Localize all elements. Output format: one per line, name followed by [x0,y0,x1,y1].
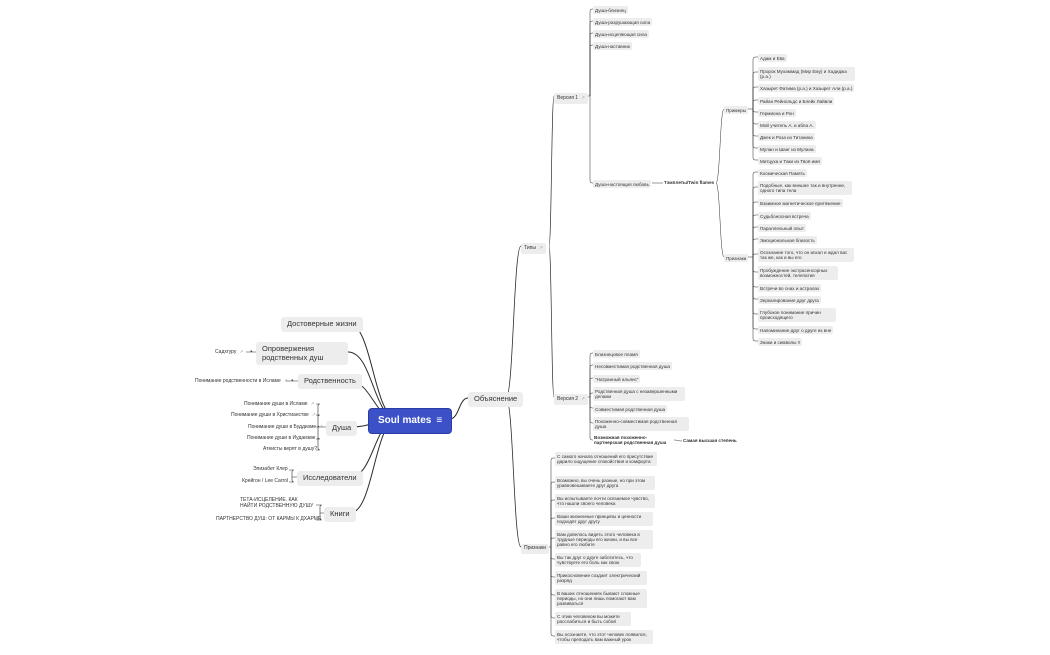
root-label: Soul mates [378,415,432,426]
example-item[interactable]: Мой учитель А. и абла А. [758,121,816,130]
soul-item[interactable]: Понимание души в Исламе↗ [244,401,315,407]
link-icon[interactable]: ↗ [283,378,288,383]
twin-flames[interactable]: Тэмплеты/Twin flames [664,180,715,185]
tf-sign-item[interactable]: Эмоциональная близость [758,236,817,245]
branch-version-2[interactable]: Версия 2↗ [554,394,588,405]
example-item[interactable]: Хазырет Фатима (р.а.) и Хазырет Али (р.а… [758,84,855,93]
v1-item[interactable]: Душа-близнец [593,6,628,15]
tf-sign-item[interactable]: Пробуждение экстрасенсорных возможностей… [758,266,838,280]
topic-soul[interactable]: Душа [326,421,358,436]
tf-sign-item[interactable]: Параллельный опыт [758,224,806,233]
soul-item[interactable]: Атеисты верят в душу? [263,446,318,452]
book-item[interactable]: ТЕТА-ИСЦЕЛЕНИЕ. КАК НАЙТИ РОДСТВЕННУЮ ДУ… [240,497,314,509]
researcher-item[interactable]: Крейгон / Lee Carrol [242,478,289,484]
example-item[interactable]: Пророк Мухаммад (Мир Ему) и Хадиджа (р.а… [758,67,855,81]
branch-signs[interactable]: Признаки [521,544,549,554]
sign-item[interactable]: Вам довелось видеть этого человека в тру… [555,530,653,549]
soul-item[interactable]: Понимание души в Иудаизме [247,435,316,441]
topic-books[interactable]: Книги [324,507,356,522]
branch-version-1[interactable]: Версия 1↗ [554,93,588,104]
tf-sign-item[interactable]: Судьбоносная встреча [758,212,811,221]
kinship-item[interactable]: Понимание родственности в Исламе↗ [195,378,288,384]
tf-sign-item[interactable]: Космическая Память [758,169,807,178]
link-icon[interactable]: ↗ [319,424,323,429]
v1-item[interactable]: Душа-наставник [593,42,632,51]
topic-kinship[interactable]: Родственность [298,374,362,389]
tf-sign-item[interactable]: Встречи во снах и астралах [758,284,822,293]
example-item[interactable]: Адам и Ева [758,54,787,63]
example-item[interactable]: Райан Рейнольдс и Блейк Лайвли [758,97,835,106]
sign-item[interactable]: Вы так друг о друге заботитесь, что чувс… [555,553,641,567]
v1-true-love[interactable]: Душа-настоящая любовь [593,180,652,189]
v2-item[interactable]: Похоженно-совместимая родственная душа [593,417,689,431]
topic-refutations[interactable]: Опровержения родственных душ [256,342,348,366]
sign-item[interactable]: С этим человеком вы можете расслабиться … [555,612,631,626]
branch-examples[interactable]: Примеры [724,106,748,115]
sign-item[interactable]: Вы осознаете, что этот человек появился,… [555,630,653,644]
link-icon[interactable]: ↗ [239,349,244,354]
v2-item[interactable]: Близнецовое пламя [593,350,640,359]
link-icon[interactable]: ↗ [311,412,316,417]
link-icon[interactable]: ↗ [538,245,543,250]
tf-sign-item[interactable]: Осознание того, что он искал и ждал вас … [758,248,854,262]
tf-sign-item[interactable]: Зеркалирование друг друга [758,296,821,305]
example-item[interactable]: Гермиона и Рон [758,109,796,118]
sign-item[interactable]: Ваши жизненные принципы и ценности подхо… [555,512,653,526]
link-icon[interactable]: ↗ [581,396,585,401]
sign-item[interactable]: Прикосновение создает электрический разр… [555,571,647,585]
v2-item[interactable]: Возможная похоженно-партнерская родствен… [594,435,667,446]
soul-item[interactable]: Понимание души в Буддизме↗ [248,424,323,430]
menu-icon[interactable]: ≡ [436,415,443,426]
soul-item[interactable]: Понимание души в Христианстве↗ [231,412,316,418]
refutation-item[interactable]: Садхгуру↗ [215,349,244,355]
v2-item[interactable]: Несовместимая родственная душа [593,362,672,371]
researcher-item[interactable]: Элизабет Клер [253,466,288,472]
tf-sign-item[interactable]: Знаки и символы !! [758,338,803,347]
example-item[interactable]: Джек и Роза из Титаника [758,133,815,142]
branch-types[interactable]: Типы↗ [521,243,546,254]
tf-sign-item[interactable]: Взаимное магнетическое притяжение [758,199,843,208]
sign-item[interactable]: Возможно, вы очень разные, но при этом у… [555,476,655,490]
topic-reliable-lives[interactable]: Достоверные жизни [281,317,363,332]
tf-sign-item[interactable]: Напоминание друг о друге из вне [758,326,834,335]
topic-researchers[interactable]: Исследователи [297,471,363,486]
topic-explanation[interactable]: Объяснение [468,392,524,407]
v2-item[interactable]: Совместимая родственная душа [593,405,668,414]
sign-item[interactable]: Вы испытываете почти осязаемое чувство, … [555,494,655,508]
tf-sign-item[interactable]: Подобные, как внешне так и внутренне, од… [758,181,852,195]
book-item[interactable]: ПАРТНЕРСТВО ДУШ: ОТ КАРМЫ К ДХАРМЕ [216,516,322,522]
root-node[interactable]: Soul mates ≡ [368,408,453,434]
v1-item[interactable]: Душа-разрушающая сила [593,18,653,27]
link-icon[interactable]: ↗ [581,95,585,100]
sign-item[interactable]: С самого начала отношений его присутстви… [555,452,657,466]
example-item[interactable]: Мулан и Шанг из Мулана [758,145,816,154]
highest-degree[interactable]: Самая высшая степень [683,438,737,443]
link-icon[interactable]: ↗ [310,401,315,406]
sign-item[interactable]: В ваших отношениях бывают сложные период… [555,589,647,608]
v1-item[interactable]: Душа-исцеляющая сила [593,30,649,39]
example-item[interactable]: Митцуха и Таки из Твоё имя [758,157,822,166]
v2-item[interactable]: Родственная душа с незавершенными делами [593,387,685,401]
branch-tf-signs[interactable]: Признаки [724,254,749,263]
tf-sign-item[interactable]: Глубокое понимание причин происходящего [758,308,836,322]
v2-item[interactable]: "Натранный альянс" [593,375,641,384]
